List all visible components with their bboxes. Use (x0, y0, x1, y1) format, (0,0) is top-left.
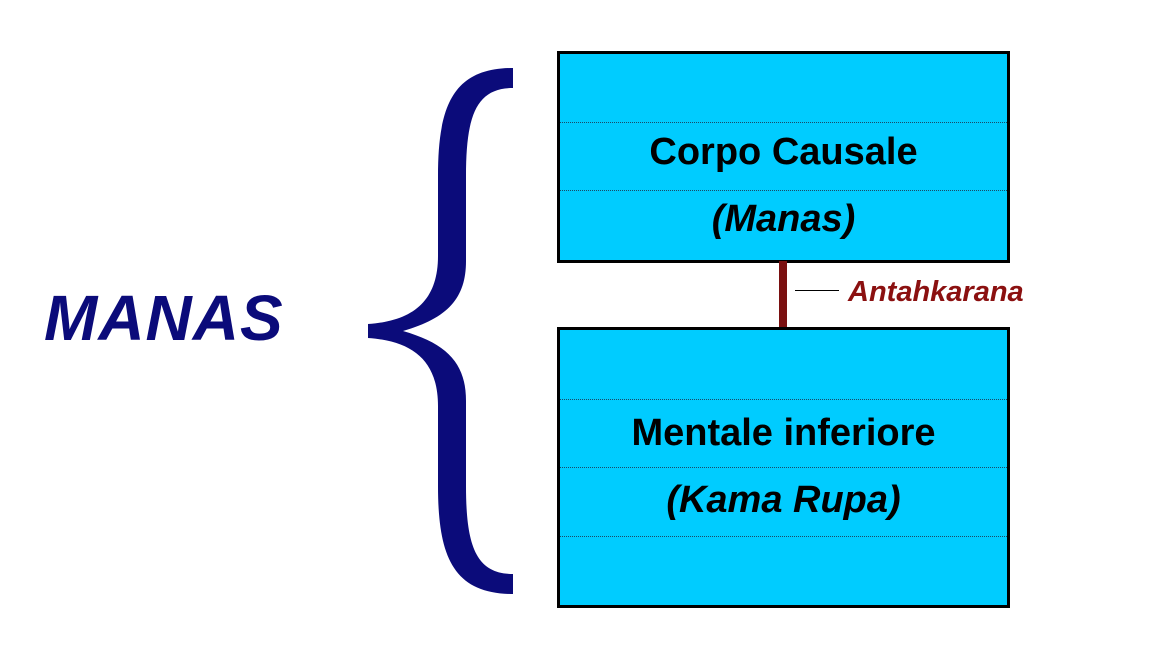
antahkarana-label: Antahkarana (848, 276, 1024, 308)
connector-label-leader (795, 290, 839, 291)
mentale-inferiore-box: Mentale inferiore (Kama Rupa) (557, 327, 1010, 608)
box-band-line (560, 399, 1007, 400)
curly-brace-shape (368, 68, 513, 594)
manas-group-label: MANAS (44, 282, 284, 354)
mentale-inferiore-title: Mentale inferiore (631, 412, 936, 454)
mentale-inferiore-subtitle: (Kama Rupa) (666, 479, 901, 521)
curly-brace (368, 68, 513, 594)
box-band-line (560, 122, 1007, 123)
corpo-causale-title: Corpo Causale (649, 131, 918, 173)
box-band-line (560, 190, 1007, 191)
box-band-line (560, 536, 1007, 537)
box-band-line (560, 467, 1007, 468)
antahkarana-connector (779, 261, 787, 329)
corpo-causale-box: Corpo Causale (Manas) (557, 51, 1010, 263)
corpo-causale-subtitle: (Manas) (711, 198, 856, 240)
